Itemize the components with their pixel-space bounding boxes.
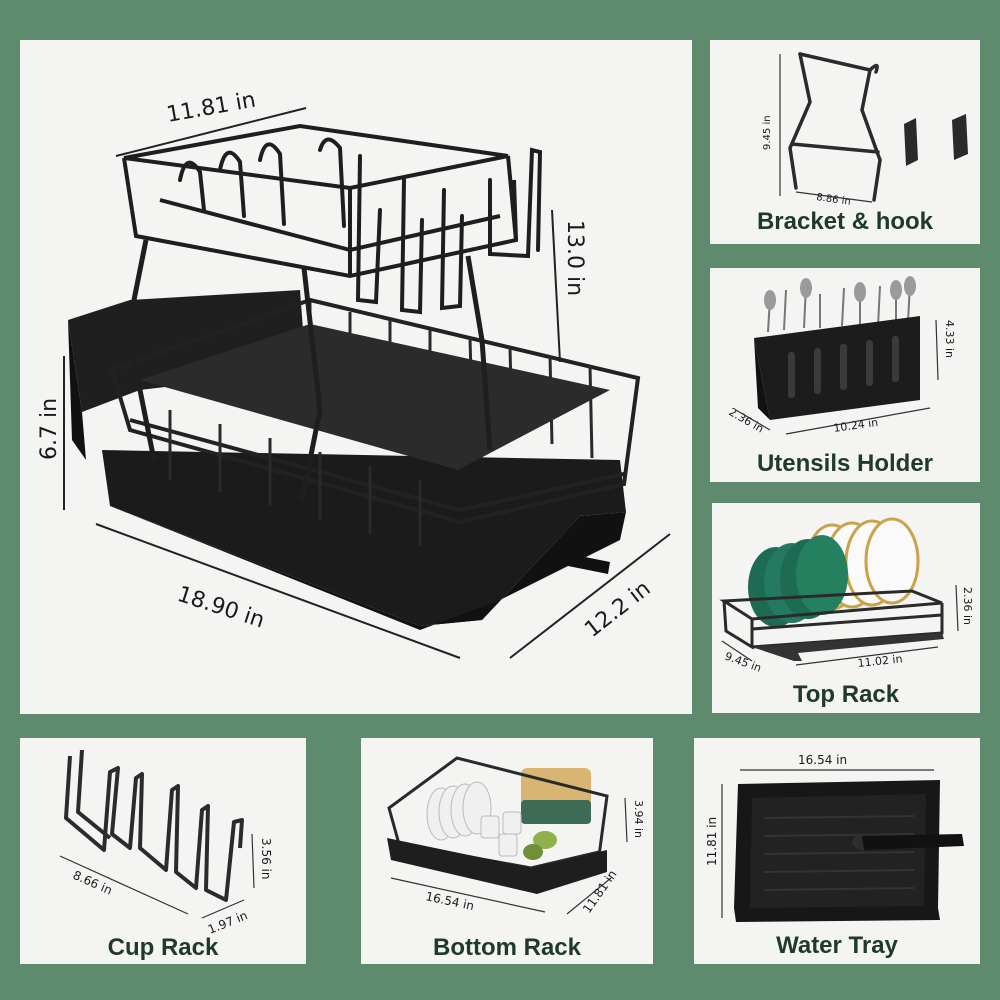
depth-label: 12.2 in (580, 576, 655, 643)
bracket-caption: Bracket & hook (756, 208, 934, 235)
dish-rack-illustration: 11.81 in 13.0 in 6.7 in 18.90 in 12.2 in (37, 88, 671, 659)
top-rack-caption: Top Rack (792, 681, 900, 708)
cup-rack-length-label: 8.66 in (71, 868, 115, 898)
main-product-panel: 11.81 in 13.0 in 6.7 in 18.90 in 12.2 in (20, 40, 692, 714)
top-width-label: 11.81 in (165, 88, 258, 128)
top-rack-length-label: 11.02 in (857, 652, 903, 670)
water-tray-width-label: 16.54 in (798, 753, 847, 767)
utensil-height-label: 4.33 in (943, 320, 956, 358)
top-rack-depth-label: 9.45 in (723, 650, 763, 675)
lower-height-label: 6.7 in (37, 398, 62, 460)
cup-rack-panel: 3.56 in 8.66 in 1.97 in Cup Rack (20, 738, 306, 964)
water-tray-illustration: 16.54 in 11.81 in (705, 753, 964, 922)
cup-rack-caption: Cup Rack (107, 934, 219, 961)
bottom-rack-length-label: 16.54 in (424, 889, 475, 913)
bottom-rack-height-label: 3.94 in (632, 800, 645, 838)
utensil-length-label: 10.24 in (833, 416, 879, 435)
top-rack-height-label: 2.36 in (961, 587, 974, 625)
water-tray-caption: Water Tray (776, 932, 898, 959)
total-height-label: 13.0 in (562, 220, 587, 296)
utensil-caption: Utensils Holder (756, 450, 934, 477)
bottom-rack-caption: Bottom Rack (432, 934, 582, 961)
bracket-width-label: 8.86 in (816, 192, 852, 208)
bottom-rack-panel: 3.94 in 16.54 in 11.81 in Bottom Rack (361, 738, 653, 964)
utensil-holder-illustration: 4.33 in 10.24 in 2.36 in (727, 276, 956, 436)
bottom-rack-illustration: 3.94 in 16.54 in 11.81 in (387, 756, 645, 916)
bracket-hook-panel: 9.45 in 8.86 in Bracket & hook (710, 40, 980, 244)
cup-rack-height-label: 3.56 in (259, 838, 273, 879)
bracket-illustration: 9.45 in 8.86 in (762, 52, 968, 208)
utensils-holder-panel: 4.33 in 10.24 in 2.36 in Utensils Holder (710, 268, 980, 482)
cup-rack-depth-label: 1.97 in (206, 908, 250, 937)
cup-rack-illustration: 3.56 in 8.66 in 1.97 in (59, 749, 273, 937)
top-rack-illustration: 2.36 in 11.02 in 9.45 in (719, 517, 974, 675)
length-label: 18.90 in (174, 582, 267, 634)
water-tray-panel: 16.54 in 11.81 in Water Tray (694, 738, 980, 964)
bracket-height-label: 9.45 in (762, 115, 773, 150)
top-rack-panel: 2.36 in 11.02 in 9.45 in Top Rack (712, 503, 980, 713)
water-tray-length-label: 11.81 in (705, 817, 719, 866)
